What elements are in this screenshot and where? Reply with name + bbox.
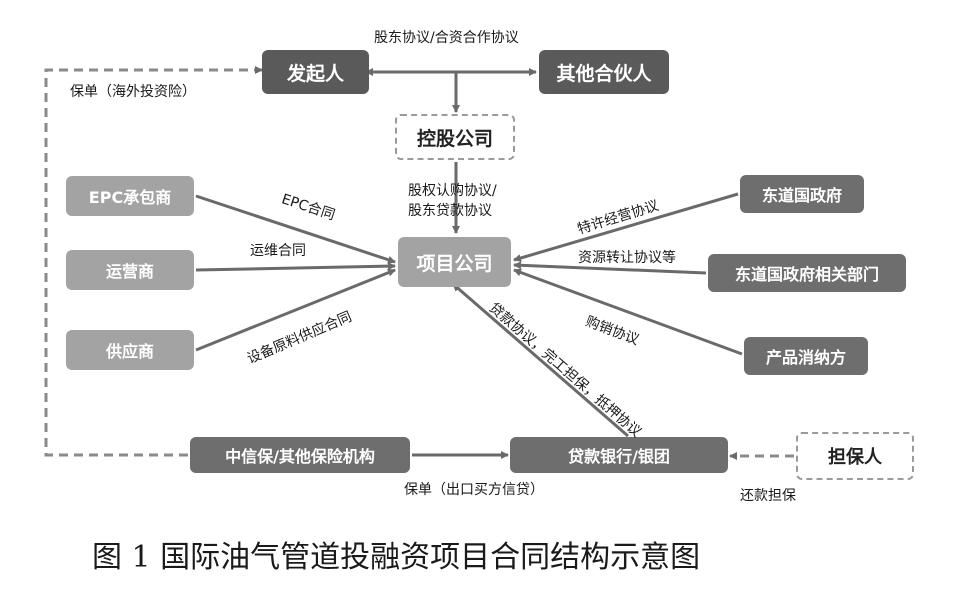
node-supplier: 供应商 [66,330,194,370]
label-policy-export: 保单（出口买方信贷） [404,482,544,498]
edge-host-dept [513,261,707,275]
label-equity-line2: 股东贷款协议 [408,203,492,219]
node-guarantor: 担保人 [796,432,914,480]
label-resource-transfer: 资源转让协议等 [578,250,676,266]
node-offtaker: 产品消纳方 [744,337,868,375]
edge-epc [195,194,396,264]
label-policy-overseas: 保单（海外投资险） [70,84,196,100]
node-operator: 运营商 [66,250,194,290]
node-partners: 其他合伙人 [539,50,669,94]
node-host-gov: 东道国政府 [740,175,864,213]
edge-policy-overseas [44,66,263,457]
edge-offtaker [513,268,743,356]
node-project: 项目公司 [398,237,511,287]
edge-supplier [195,268,396,352]
label-om-contract: 运维合同 [250,243,306,259]
label-shareholder: 股东协议/合资合作协议 [374,30,519,46]
node-bank: 贷款银行/银团 [510,437,728,473]
figure-caption: 图 1 国际油气管道投融资项目合同结构示意图 [92,540,701,575]
node-insurer: 中信保/其他保险机构 [190,437,410,473]
node-holding: 控股公司 [395,114,515,160]
label-repayment-guarantee: 还款担保 [740,488,796,504]
node-host-dept: 东道国政府相关部门 [708,254,906,292]
label-equity-line1: 股权认购协议/ [408,183,497,199]
node-epc: EPC承包商 [66,176,194,216]
edge-loan [452,282,629,438]
edge-operator [195,262,396,272]
node-initiator: 发起人 [262,50,369,94]
edge-host-gov [513,192,739,262]
